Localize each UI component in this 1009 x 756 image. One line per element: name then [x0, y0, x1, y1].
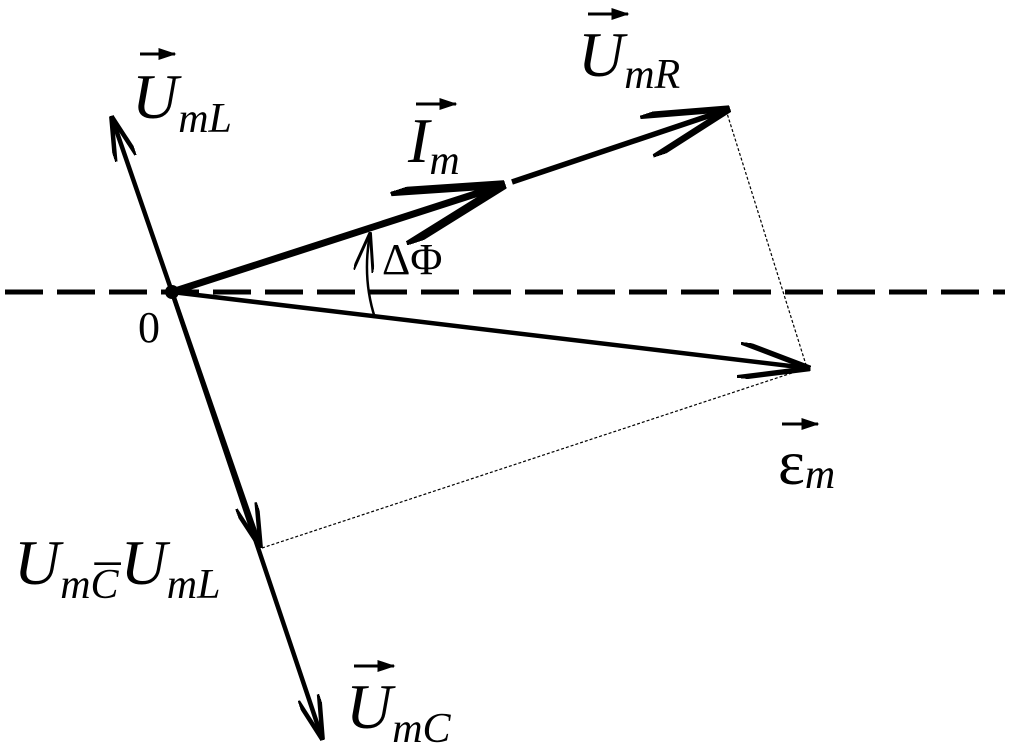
label-em-main: ε — [778, 427, 805, 498]
label-im-sub: m — [429, 138, 459, 184]
svg-text:UmC: UmC — [346, 671, 452, 752]
angle-label: ΔΦ — [382, 235, 442, 284]
svg-text:Im: Im — [407, 105, 460, 184]
diff-a-main: U — [14, 527, 64, 598]
origin-label: 0 — [138, 303, 160, 352]
label-im-main: I — [407, 105, 432, 176]
svg-text:UmR: UmR — [578, 19, 680, 98]
diff-b-sub: mL — [167, 562, 221, 608]
label-umC-main: U — [346, 671, 396, 742]
label-umL-sub: mL — [178, 96, 232, 142]
construction-line-diff-to-em — [261, 367, 808, 549]
vector-em — [171, 289, 807, 368]
angle-arc — [367, 234, 377, 319]
construction-line-ur-to-em — [725, 109, 808, 369]
label-umC: UmC — [346, 660, 452, 752]
label-umC-sub: mC — [392, 706, 451, 752]
diff-op: – — [94, 531, 122, 588]
label-em-sub: m — [805, 452, 835, 498]
label-em: εm — [778, 418, 835, 498]
label-im: Im — [407, 98, 460, 184]
label-umR-main: U — [578, 19, 628, 90]
vector-umR — [511, 110, 726, 185]
vector-difference-head — [169, 291, 260, 546]
svg-text:UmL: UmL — [132, 61, 232, 142]
label-umL: UmL — [132, 48, 232, 142]
label-umR: UmR — [578, 8, 680, 98]
vector-umL — [112, 118, 175, 293]
diff-b-main: U — [121, 527, 171, 598]
diff-a-sub: mC — [60, 562, 119, 608]
origin-point — [165, 285, 179, 299]
vector-im — [170, 186, 500, 296]
label-difference: UmC–UmL — [14, 527, 221, 608]
label-umL-main: U — [132, 61, 182, 132]
label-umR-sub: mR — [624, 52, 680, 98]
svg-text:εm: εm — [778, 427, 835, 498]
